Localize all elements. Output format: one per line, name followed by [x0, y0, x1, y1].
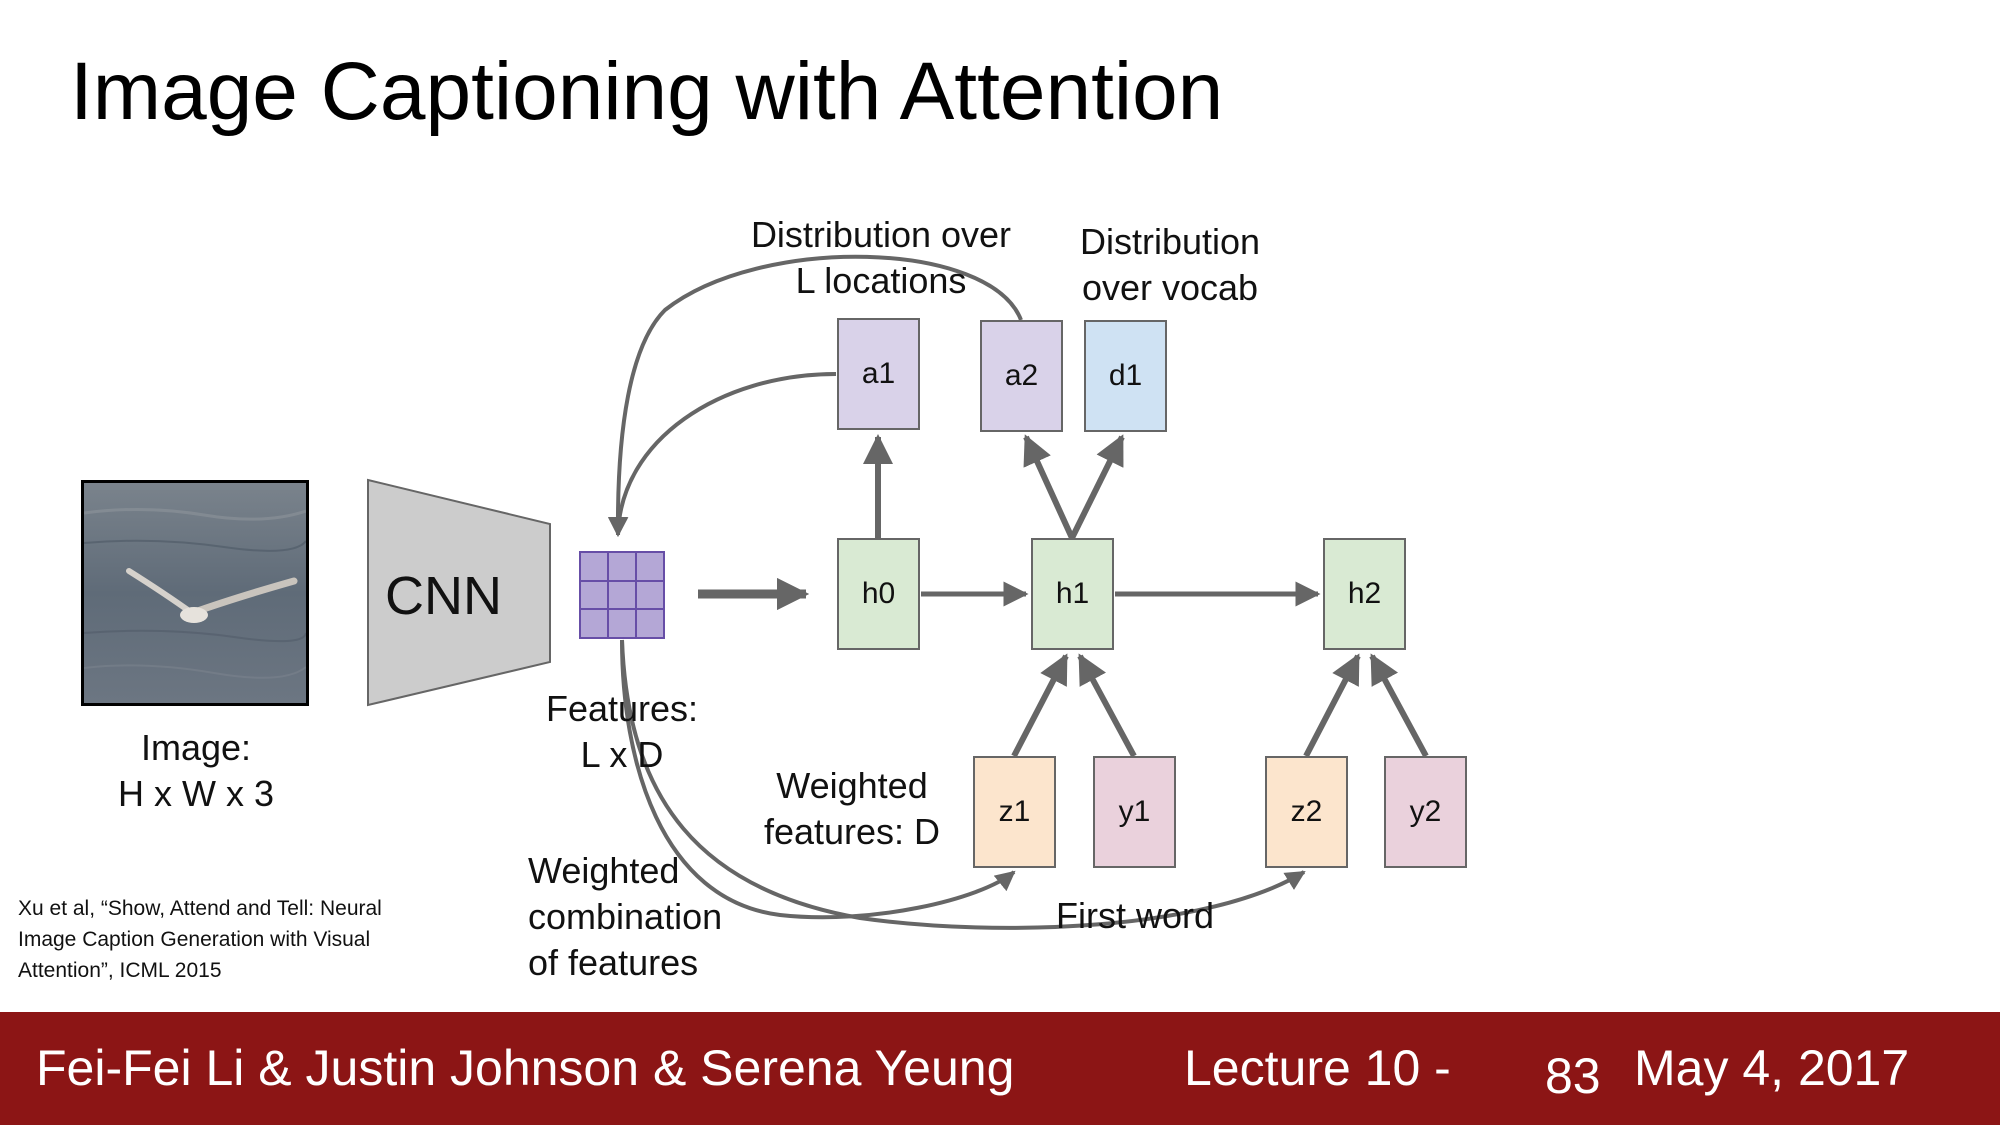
first-word-label: First word — [1055, 895, 1214, 936]
footer-authors: Fei-Fei Li & Justin Johnson & Serena Yeu… — [36, 1040, 1015, 1096]
arrow-z2-to-h2 — [1303, 653, 1361, 758]
dist-vocab-line2: over vocab — [1081, 267, 1259, 308]
node-z1: z1 — [973, 756, 1056, 868]
image-label-line2: H x W x 3 — [117, 773, 274, 814]
footer-date: May 4, 2017 — [1634, 1040, 1910, 1096]
curve-a1-to-features — [608, 372, 837, 537]
citation-line1: Xu et al, “Show, Attend and Tell: Neural — [18, 897, 382, 920]
node-h1: h1 — [1031, 538, 1114, 650]
feature-grid — [579, 551, 665, 639]
arrow-h1-to-a2 — [1023, 434, 1075, 540]
weighted-comb-line2: combination — [528, 896, 723, 937]
node-a2: a2 — [980, 320, 1063, 432]
node-y1: y1 — [1093, 756, 1176, 868]
dist-locations-line2: L locations — [795, 260, 967, 301]
curve-features-to-z2 — [620, 639, 1306, 930]
input-image — [81, 480, 309, 706]
citation: Xu et al, “Show, Attend and Tell: Neural… — [18, 893, 382, 986]
node-a1: a1 — [837, 318, 920, 430]
slide-title: Image Captioning with Attention — [70, 46, 1224, 137]
arrow-y1-to-h1 — [1077, 653, 1137, 758]
node-d1: d1 — [1084, 320, 1167, 432]
weighted-features-line2: features: D — [763, 811, 941, 852]
arrow-h1-to-d1 — [1069, 434, 1125, 540]
arrow-y2-to-h2 — [1369, 653, 1429, 758]
arrow-z1-to-h1 — [1011, 653, 1069, 758]
footer-slide-number: 83 — [1545, 1048, 1601, 1104]
diagram-canvas — [367, 254, 1429, 930]
node-h0: h0 — [837, 538, 920, 650]
cnn-label: CNN — [385, 566, 502, 626]
citation-line3: Attention”, ICML 2015 — [18, 959, 222, 982]
node-y2: y2 — [1384, 756, 1467, 868]
weighted-comb-line1: Weighted — [528, 850, 680, 891]
features-label-line2: L x D — [580, 734, 664, 775]
node-h2: h2 — [1323, 538, 1406, 650]
dist-vocab-line1: Distribution — [1079, 221, 1261, 262]
footer-lecture: Lecture 10 - — [1184, 1040, 1451, 1096]
weighted-comb-line3: of features — [528, 942, 699, 983]
curve-a2-to-features — [607, 254, 1023, 537]
features-label-line1: Features: — [545, 688, 699, 729]
image-label-line1: Image: — [140, 727, 252, 768]
cnn-block — [367, 478, 551, 707]
dist-locations-line1: Distribution over — [750, 214, 1012, 255]
footer-bar: Fei-Fei Li & Justin Johnson & Serena Yeu… — [0, 1012, 2000, 1125]
curve-features-to-z1 — [620, 639, 1016, 920]
node-z2: z2 — [1265, 756, 1348, 868]
citation-line2: Image Caption Generation with Visual — [18, 928, 371, 951]
weighted-features-line1: Weighted — [776, 765, 928, 806]
